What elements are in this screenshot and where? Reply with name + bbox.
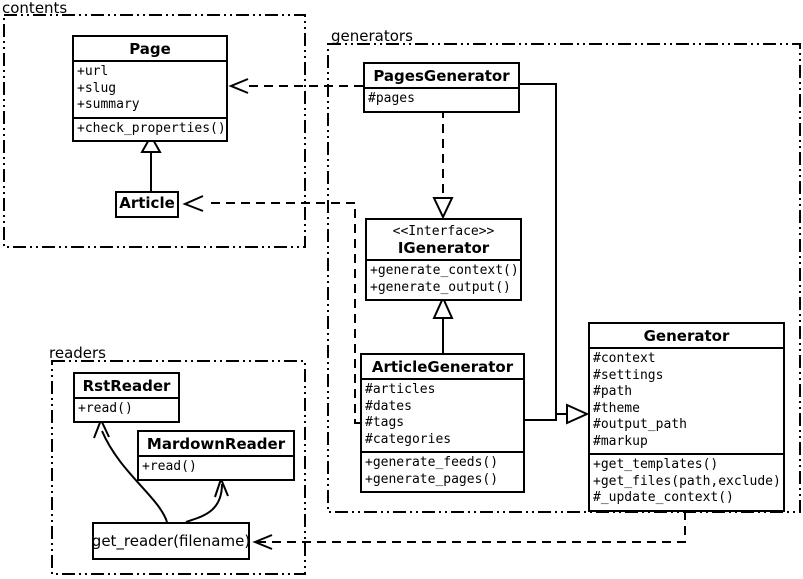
class-page-method: +check_properties() [77, 120, 226, 136]
class-article-title: Article [119, 194, 175, 212]
class-igenerator-method: +generate_context() [370, 263, 519, 278]
class-rstreader-method: +read() [78, 401, 133, 416]
class-markdownreader-title: MardownReader [146, 435, 286, 453]
class-generator-attribute: #output_path [593, 417, 687, 432]
class-articlegenerator-attribute: #tags [365, 415, 405, 430]
class-generator-attribute: #settings [593, 367, 664, 383]
dependency-arrowhead-page [228, 78, 249, 94]
class-articlegenerator-title: ArticleGenerator [371, 358, 514, 376]
dependency-arrowhead-article [182, 195, 204, 212]
arrowhead-rstreader [93, 417, 110, 439]
class-rstreader: RstReader +read() [73, 372, 180, 423]
edge-articlegenerator-extends-generator [525, 414, 557, 421]
class-pagesgenerator: PagesGenerator #pages [363, 62, 520, 113]
class-article: Article [115, 191, 179, 218]
class-generator-method: #_update_context() [593, 490, 734, 505]
package-generators-label: generators [331, 27, 413, 45]
class-page-title: Page [129, 40, 171, 58]
class-articlegenerator-attribute: #articles [365, 382, 436, 397]
class-generator-attribute: #context [593, 351, 656, 366]
class-generator-title: Generator [643, 327, 730, 345]
class-igenerator-title: IGenerator [397, 239, 490, 257]
realization-arrowhead-igenerator-top [432, 197, 454, 220]
class-page-attribute: +summary [77, 97, 140, 112]
class-page-attribute: +slug [77, 80, 117, 96]
edge-pagesgenerator-extends-generator [520, 83, 567, 415]
realization-arrowhead-igenerator-bottom [432, 295, 454, 319]
class-articlegenerator-attribute: #dates [365, 398, 412, 414]
class-markdownreader-method: +read() [142, 459, 197, 474]
edge-getreader-to-rstreader [101, 430, 168, 523]
class-articlegenerator-method: +generate_feeds() [365, 455, 499, 470]
edge-getreader-to-markdownreader [185, 483, 223, 523]
generalization-arrowhead-page [140, 133, 162, 153]
edge-articlegenerator-uses-article [206, 202, 360, 424]
class-generator-method: +get_files(path,exclude) [593, 473, 781, 489]
class-generator-attribute: #theme [593, 400, 640, 416]
class-pagesgenerator-title: PagesGenerator [373, 67, 510, 85]
dependency-arrowhead-getreader [252, 534, 273, 550]
class-generator: Generator #context #settings #path #them… [588, 322, 785, 512]
package-readers-border [51, 360, 306, 575]
package-readers-label: readers [49, 344, 106, 362]
class-igenerator-method: +generate_output() [370, 279, 511, 295]
class-markdownreader: MardownReader +read() [137, 430, 295, 481]
class-generator-attribute: #markup [593, 433, 648, 449]
class-articlegenerator-attribute: #categories [365, 431, 452, 447]
generalization-arrowhead-generator [566, 403, 590, 425]
class-igenerator-stereotype: <<Interface>> [392, 224, 495, 239]
package-generators-border [327, 43, 801, 513]
class-articlegenerator: ArticleGenerator #articles #dates #tags … [360, 353, 525, 493]
class-igenerator: <<Interface>> IGenerator +generate_conte… [365, 218, 522, 301]
class-generator-method: +get_templates() [593, 457, 719, 472]
class-page-attribute: +url [77, 64, 109, 79]
class-rstreader-title: RstReader [82, 377, 171, 395]
class-generator-attribute: #path [593, 384, 633, 399]
function-get-reader: get_reader(filename) [92, 522, 250, 560]
package-contents-label: contents [2, 0, 68, 17]
class-pagesgenerator-attribute: #pages [368, 91, 415, 106]
class-articlegenerator-method: +generate_pages() [365, 471, 499, 487]
package-contents-border [3, 14, 306, 248]
class-page: Page +url +slug +summary +check_properti… [72, 35, 228, 142]
